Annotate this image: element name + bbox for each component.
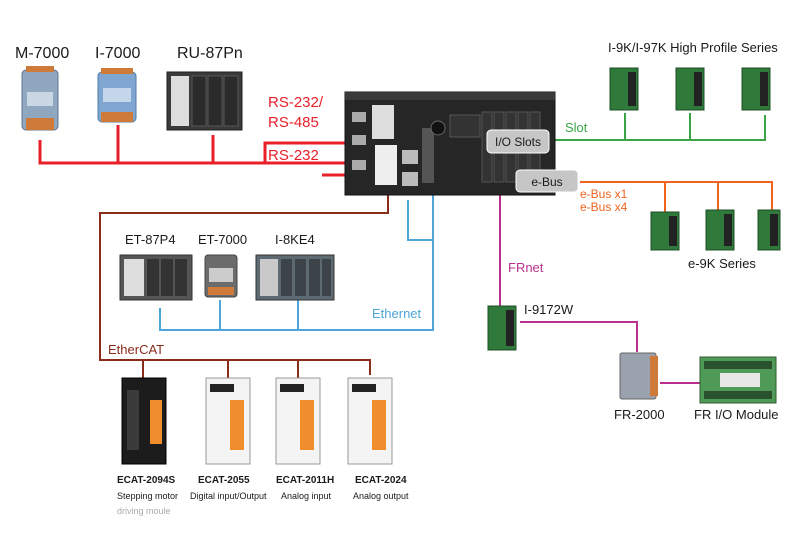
ebus-module-2: [705, 209, 735, 251]
slot-module-2: [675, 67, 705, 111]
ecat-2024-module: [347, 377, 393, 465]
ebus-x4-label: e-Bus x4: [580, 200, 628, 214]
io-slots-box: I/O Slots: [486, 129, 550, 154]
fr2000-label: FR-2000: [614, 407, 665, 422]
et87p4-chassis: [119, 254, 193, 301]
rs232-485-label-line2: RS-485: [268, 114, 319, 131]
fr2000-module: [619, 352, 658, 400]
rs232-label: RS-232: [268, 147, 319, 164]
i7000-module: [97, 68, 137, 123]
slot-lines: [548, 113, 766, 141]
rs232-485-label-line1: RS-232/: [268, 94, 324, 111]
slot-label: Slot: [565, 120, 588, 135]
fr-io-board: [699, 356, 777, 404]
ebus-lines: [580, 181, 773, 212]
ebus-x1-label: e-Bus x1: [580, 187, 628, 201]
m7000-module: [21, 66, 59, 131]
i9172w-label: I-9172W: [524, 302, 574, 317]
ebus-module-3: [757, 209, 781, 251]
ecat-2094s-name: ECAT-2094S: [117, 475, 176, 486]
ebus-module-1: [650, 211, 680, 251]
slot-module-1: [609, 67, 639, 111]
m7000-label: M-7000: [15, 45, 69, 62]
ebus-box-label: e-Bus: [531, 175, 562, 189]
ecat-2024-desc: Analog output: [353, 491, 409, 501]
ecat-2055-name: ECAT-2055: [198, 475, 250, 486]
ethercat-lines: [99, 195, 389, 378]
rs-bus-lines: [38, 125, 348, 177]
ecat-2011h-module: [275, 377, 321, 465]
ecat-2055-desc: Digital input/Output: [190, 491, 267, 501]
ethernet-lines: [159, 190, 434, 331]
ebus-box: e-Bus: [515, 169, 579, 193]
ethernet-label: Ethernet: [372, 306, 422, 321]
ecat-2011h-name: ECAT-2011H: [276, 475, 334, 486]
frnet-lines: [499, 195, 700, 384]
ecat-2055-module: [205, 377, 251, 465]
ethercat-label: EtherCAT: [108, 342, 164, 357]
i7000-label: I-7000: [95, 45, 140, 62]
i8ke4-chassis: [255, 254, 335, 301]
ecat-2094s-desc2: driving moule: [117, 506, 171, 516]
i8ke4-label: I-8KE4: [275, 232, 315, 247]
ecat-2094s-module: [121, 377, 167, 465]
slot-module-3: [741, 67, 771, 111]
ebus-series-label: e-9K Series: [688, 256, 756, 271]
et7000-label: ET-7000: [198, 232, 247, 247]
ecat-2011h-desc: Analog input: [281, 491, 332, 501]
slot-series-title: I-9K/I-97K High Profile Series: [608, 40, 778, 55]
ecat-2024-name: ECAT-2024: [355, 475, 407, 486]
i9172w-module: [487, 305, 517, 351]
ecat-2094s-desc: Stepping motor: [117, 491, 178, 501]
ru87pn-chassis: [166, 71, 243, 131]
et87p4-label: ET-87P4: [125, 232, 176, 247]
io-slots-label: I/O Slots: [495, 135, 541, 149]
frnet-label: FRnet: [508, 260, 544, 275]
et7000-module: [204, 254, 238, 298]
ru87pn-label: RU-87Pn: [177, 45, 243, 62]
fr-io-label: FR I/O Module: [694, 407, 779, 422]
